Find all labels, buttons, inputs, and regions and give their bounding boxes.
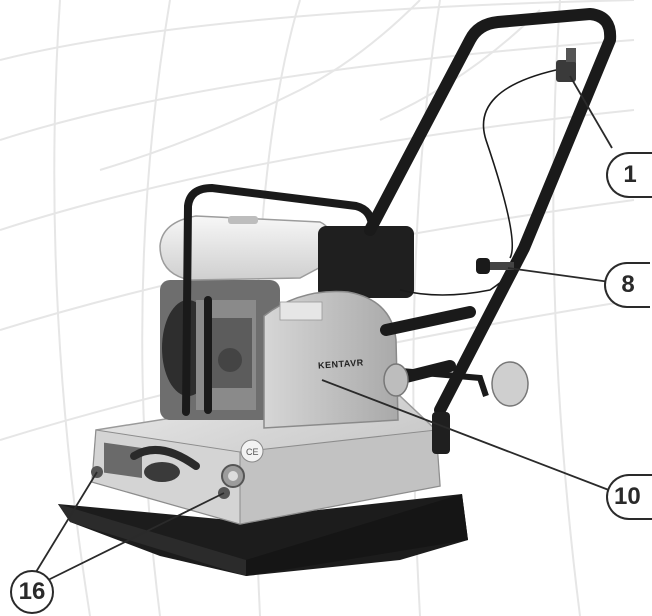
callout-10: 10 <box>606 474 652 520</box>
belt-guard <box>263 290 399 429</box>
base-plate <box>58 494 468 576</box>
callout-8: 8 <box>604 262 650 308</box>
callout-16: 16 <box>10 570 54 614</box>
illustration: CE <box>0 0 635 616</box>
handle-clamp-knob <box>476 258 514 274</box>
callout-1: 1 <box>606 152 652 198</box>
throttle-lever <box>556 48 576 82</box>
svg-text:CE: CE <box>246 447 259 457</box>
leader-lines <box>35 75 615 583</box>
wheel-kit <box>383 361 529 454</box>
lower-housing: CE <box>91 395 441 525</box>
